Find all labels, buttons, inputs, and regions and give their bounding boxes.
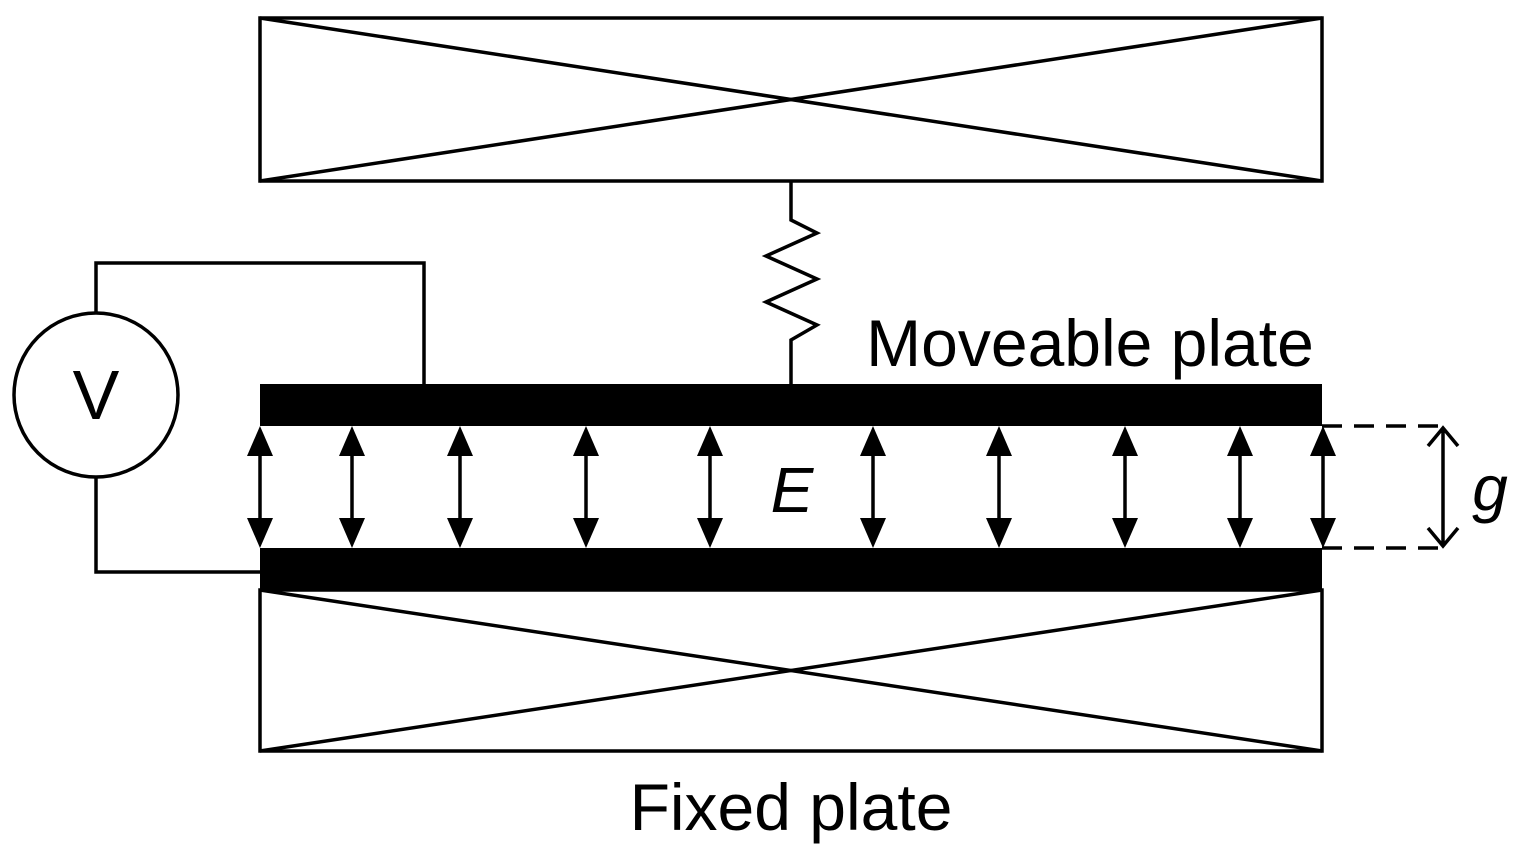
field-arrows [247, 426, 1336, 548]
field-arrow [247, 426, 273, 548]
fixed-plate-label: Fixed plate [630, 770, 953, 844]
bottom-base-block [258, 588, 1324, 753]
voltage-source: V [12, 311, 180, 479]
field-arrow [447, 426, 473, 548]
field-arrow [1310, 426, 1336, 548]
field-arrow [860, 426, 886, 548]
field-arrow [339, 426, 365, 548]
spring [761, 181, 822, 384]
gap-label: g [1472, 452, 1508, 524]
field-arrow [573, 426, 599, 548]
gap-dimension: g [1322, 424, 1508, 550]
field-arrow [1112, 426, 1138, 548]
field-arrow [1227, 426, 1253, 548]
top-anchor-block [258, 16, 1324, 183]
fixed-plate [260, 548, 1322, 590]
voltage-source-label: V [73, 356, 120, 434]
gap-arrow [1426, 425, 1460, 549]
wire-bottom [94, 477, 260, 574]
field-arrow [697, 426, 723, 548]
wire-top [94, 261, 426, 384]
voltage-source-circle [12, 311, 180, 479]
moveable-plate-label: Moveable plate [866, 306, 1314, 380]
field-label: E [771, 454, 815, 526]
field-arrow [986, 426, 1012, 548]
moveable-plate [260, 384, 1322, 426]
